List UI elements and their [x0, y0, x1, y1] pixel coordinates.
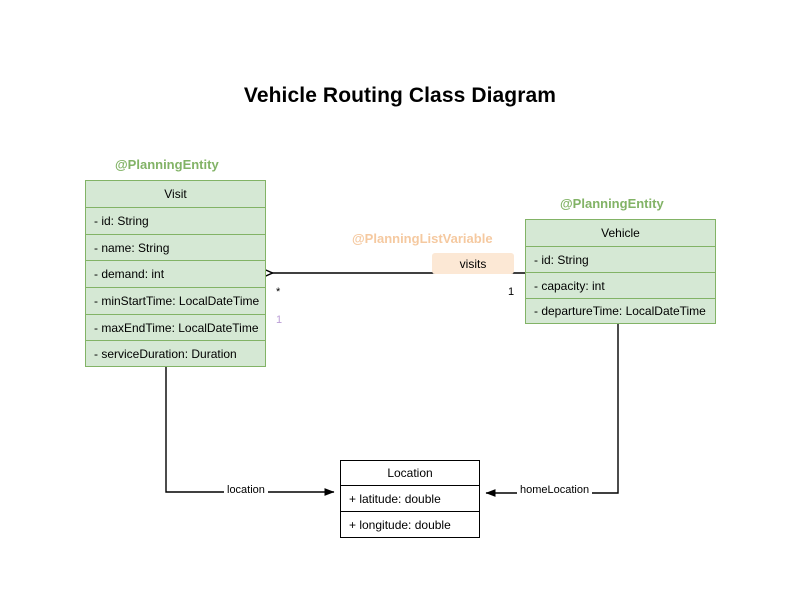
class-box-location[interactable]: Location + latitude: double + longitude:… [340, 460, 480, 538]
class-attribute: + longitude: double [340, 511, 480, 538]
edge-label-home-location: homeLocation [517, 484, 593, 496]
multiplicity-visit-one: 1 [276, 314, 283, 326]
page-title: Vehicle Routing Class Diagram [243, 84, 557, 107]
annotation-planning-list-variable: @PlanningListVariable [352, 231, 493, 246]
class-attribute: - serviceDuration: Duration [85, 340, 266, 367]
class-name-location: Location [340, 460, 480, 485]
multiplicity-vehicle-one: 1 [508, 286, 515, 298]
class-name-visit: Visit [85, 180, 266, 207]
class-attribute: - id: String [525, 246, 716, 272]
annotation-vehicle-planning-entity: @PlanningEntity [560, 196, 664, 211]
class-attribute: - id: String [85, 207, 266, 234]
class-name-vehicle: Vehicle [525, 219, 716, 246]
edge-label-visits[interactable]: visits [432, 253, 514, 274]
class-attribute: + latitude: double [340, 485, 480, 511]
edge-label-location: location [224, 484, 268, 496]
class-attribute: - minStartTime: LocalDateTime [85, 287, 266, 314]
class-attribute: - name: String [85, 234, 266, 260]
class-attribute: - maxEndTime: LocalDateTime [85, 314, 266, 340]
edge-vehicle-home-location [485, 322, 619, 497]
class-attribute: - demand: int [85, 260, 266, 287]
edge-visit-location [165, 363, 335, 496]
class-box-visit[interactable]: Visit - id: String - name: String - dema… [85, 180, 266, 367]
class-attribute: - departureTime: LocalDateTime [525, 298, 716, 324]
multiplicity-visit-star: * [276, 286, 281, 298]
class-box-vehicle[interactable]: Vehicle - id: String - capacity: int - d… [525, 219, 716, 324]
class-attribute: - capacity: int [525, 272, 716, 298]
annotation-visit-planning-entity: @PlanningEntity [115, 157, 219, 172]
